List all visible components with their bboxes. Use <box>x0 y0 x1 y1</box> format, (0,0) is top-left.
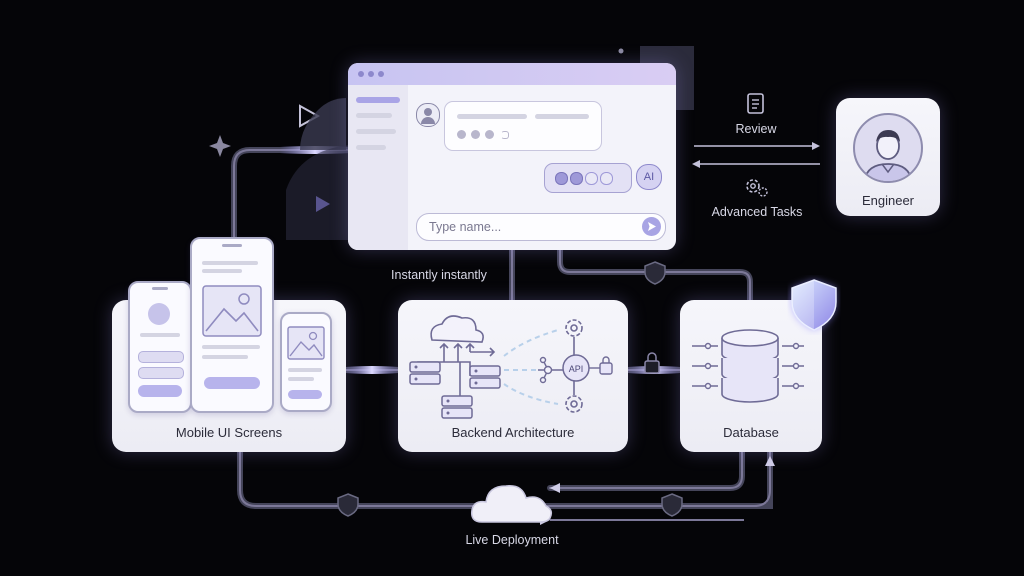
sidebar-item-active[interactable] <box>356 97 400 103</box>
phone-screen-left <box>128 281 192 413</box>
ai-avatar: AI <box>636 164 662 190</box>
window-dot[interactable] <box>378 71 384 77</box>
sidebar-item[interactable] <box>356 145 386 150</box>
exchange-arrows <box>692 142 820 168</box>
review-label: Review <box>735 122 777 136</box>
database-label: Database <box>723 425 779 440</box>
user-avatar-icon <box>416 103 440 127</box>
typing-dot <box>485 130 494 139</box>
instantly-label: Instantly instantly <box>391 268 487 282</box>
phone-screen-center <box>190 237 274 413</box>
backend-label: Backend Architecture <box>451 425 575 440</box>
cloud-icon <box>430 315 484 343</box>
image-placeholder-icon <box>202 285 262 337</box>
sidebar-item[interactable] <box>356 113 392 118</box>
message-bubble-outgoing <box>544 163 632 193</box>
message-input[interactable]: Type name... <box>416 213 666 241</box>
document-icon <box>747 93 764 114</box>
gear-icon <box>565 319 583 413</box>
image-placeholder-icon <box>287 326 325 360</box>
window-dot[interactable] <box>358 71 364 77</box>
chat-sidebar <box>348 85 408 250</box>
database-card[interactable]: Database <box>680 300 822 452</box>
database-icon <box>692 329 804 403</box>
chat-window: AI Type name... <box>348 63 676 250</box>
api-label: API <box>569 364 584 374</box>
input-placeholder: Type name... <box>429 220 502 234</box>
sidebar-item[interactable] <box>356 129 396 134</box>
lock-icon <box>589 356 613 375</box>
backend-diagram: API <box>409 315 613 419</box>
send-button[interactable] <box>642 217 661 236</box>
engineer-label: Engineer <box>861 193 915 208</box>
phone-screen-right <box>280 312 332 412</box>
send-icon <box>648 222 656 231</box>
gears-icon <box>746 179 768 197</box>
backend-card[interactable]: API Backend Architecture <box>398 300 628 452</box>
typing-dot <box>471 130 480 139</box>
advanced-tasks-label: Advanced Tasks <box>711 205 803 219</box>
lock-icon <box>644 352 660 374</box>
window-dot[interactable] <box>368 71 374 77</box>
deployment-cloud-icon[interactable] <box>468 474 556 528</box>
window-titlebar <box>348 63 676 85</box>
engineer-avatar-icon <box>853 113 923 183</box>
message-bubble-incoming <box>444 101 602 151</box>
shield-icon <box>337 261 683 517</box>
security-shield-icon <box>791 279 837 331</box>
live-deployment-label: Live Deployment <box>465 533 559 547</box>
server-icon <box>409 361 501 419</box>
sparkle-icon <box>209 135 231 157</box>
mobile-ui-label: Mobile UI Screens <box>175 425 283 440</box>
engineer-card[interactable]: Engineer <box>836 98 940 216</box>
typing-dot <box>457 130 466 139</box>
